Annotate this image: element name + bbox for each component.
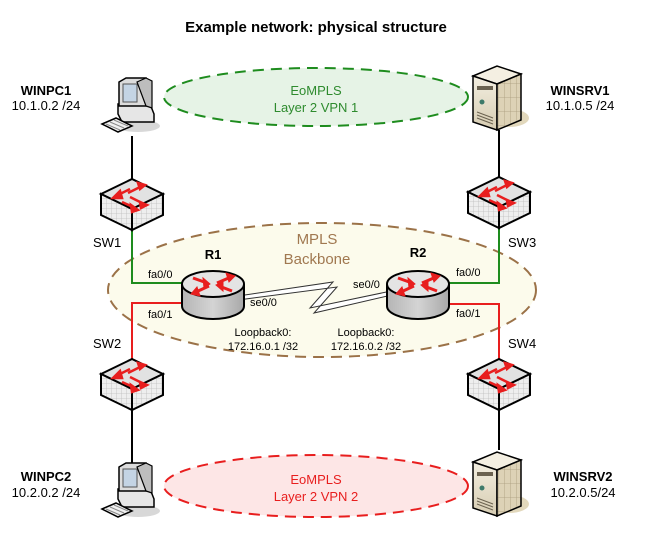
switch-sw4[interactable] — [465, 357, 533, 412]
router-r2-fa01-label: fa0/1 — [456, 308, 480, 320]
router-r2-loopback-ip: 172.16.0.2 /32 — [331, 341, 401, 353]
switch-sw4-label: SW4 — [508, 336, 536, 351]
router-icon — [386, 270, 450, 320]
server-icon — [470, 65, 529, 132]
switch-sw3-label: SW3 — [508, 235, 536, 250]
host-winpc2[interactable] — [100, 462, 160, 518]
link-sw2-r1 — [131, 302, 185, 360]
host-winsrv1[interactable] — [470, 65, 529, 132]
host-winpc2-name: WINPC2 — [21, 469, 72, 484]
vpn1-label-line2: Layer 2 VPN 1 — [274, 100, 359, 115]
router-r2-se00-label: se0/0 — [353, 279, 380, 291]
switch-icon — [98, 357, 166, 412]
vpn2-zone: EoMPLS Layer 2 VPN 2 — [163, 454, 469, 518]
router-r2-name: R2 — [410, 245, 427, 260]
switch-sw3[interactable] — [465, 175, 533, 230]
vpn1-label-line1: EoMPLS — [290, 83, 342, 98]
router-r2[interactable] — [386, 270, 450, 320]
router-r1[interactable] — [181, 270, 245, 320]
link-sw1-r1 — [131, 227, 185, 284]
vpn2-label-line1: EoMPLS — [290, 472, 342, 487]
router-icon — [181, 270, 245, 320]
router-r1-fa01-label: fa0/1 — [148, 309, 172, 321]
host-winsrv1-ip: 10.1.0.5 /24 — [546, 98, 615, 113]
host-winpc1[interactable] — [100, 77, 160, 133]
server-icon — [470, 451, 529, 518]
mpls-backbone-ellipse — [107, 222, 537, 358]
link-sw4-r2 — [446, 303, 500, 360]
router-r1-name: R1 — [205, 247, 222, 262]
switch-icon — [465, 357, 533, 412]
vpn1-ellipse — [163, 67, 469, 127]
host-winpc1-name: WINPC1 — [21, 83, 72, 98]
switch-icon — [98, 177, 166, 232]
vpn2-ellipse — [163, 454, 469, 518]
mpls-label-line2: Backbone — [284, 251, 351, 268]
switch-sw2[interactable] — [98, 357, 166, 412]
switch-sw1-label: SW1 — [93, 235, 121, 250]
host-winpc2-ip: 10.2.0.2 /24 — [12, 485, 81, 500]
host-winsrv2[interactable] — [470, 451, 529, 518]
workstation-icon — [100, 77, 160, 133]
vpn2-label-line2: Layer 2 VPN 2 — [274, 489, 359, 504]
host-winsrv1-name: WINSRV1 — [551, 83, 610, 98]
host-winsrv2-ip: 10.2.0.5/24 — [550, 485, 615, 500]
router-r1-loopback-label: Loopback0: — [235, 327, 292, 339]
switch-sw1[interactable] — [98, 177, 166, 232]
router-r1-fa00-label: fa0/0 — [148, 269, 172, 281]
router-r2-fa00-label: fa0/0 — [456, 267, 480, 279]
diagram-title: Example network: physical structure — [185, 19, 447, 36]
host-winpc1-ip: 10.1.0.2 /24 — [12, 98, 81, 113]
vpn1-zone: EoMPLS Layer 2 VPN 1 — [163, 67, 469, 127]
switch-sw2-label: SW2 — [93, 336, 121, 351]
mpls-label-line1: MPLS — [297, 231, 338, 248]
router-r2-loopback-label: Loopback0: — [338, 327, 395, 339]
host-winsrv2-name: WINSRV2 — [554, 469, 613, 484]
link-sw3-r2 — [446, 225, 500, 284]
switch-icon — [465, 175, 533, 230]
workstation-icon — [100, 462, 160, 518]
mpls-backbone-zone: MPLS Backbone — [107, 222, 537, 358]
router-r1-se00-label: se0/0 — [250, 297, 277, 309]
router-r1-loopback-ip: 172.16.0.1 /32 — [228, 341, 298, 353]
